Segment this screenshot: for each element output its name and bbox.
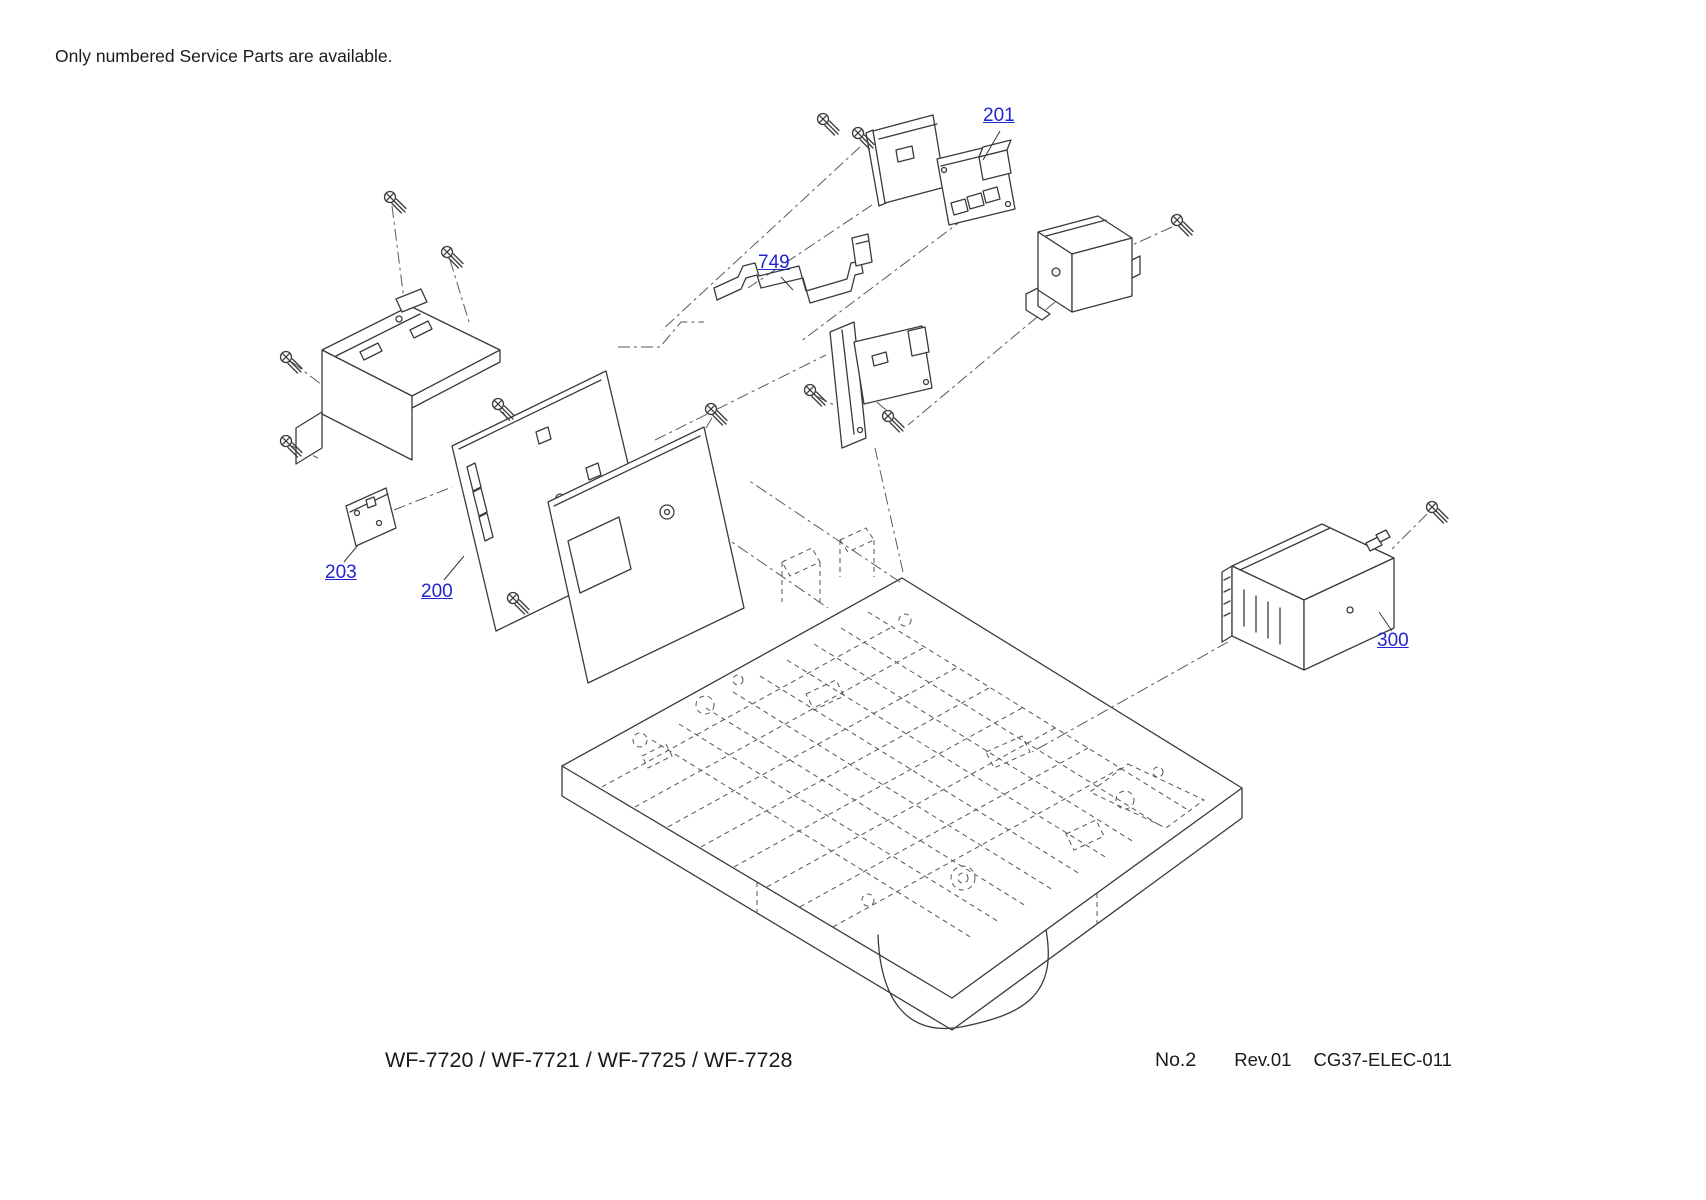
- screw-icon: [491, 397, 515, 421]
- sheet-info: No.2 Rev.01 CG37-ELEC-011: [1155, 1049, 1452, 1072]
- screw-icon: [1425, 500, 1449, 524]
- part-label-201[interactable]: 201: [983, 105, 1015, 126]
- housing-box-drawing: [1025, 215, 1141, 321]
- main-board-drawing: [451, 370, 745, 684]
- part-label-749[interactable]: 749: [758, 252, 790, 273]
- screw-icon: [803, 383, 827, 407]
- sub-board-drawing: [345, 487, 397, 547]
- part-label-200[interactable]: 200: [421, 581, 453, 602]
- shield-bracket-drawing: [295, 288, 501, 465]
- screw-icon: [1170, 213, 1194, 237]
- screw-icon: [816, 112, 840, 136]
- document-code: CG37-ELEC-011: [1313, 1049, 1452, 1070]
- screw-icon: [881, 409, 905, 433]
- model-list: WF-7720 / WF-7721 / WF-7725 / WF-7728: [385, 1048, 793, 1072]
- printer-base-drawing: [561, 527, 1243, 1031]
- part-label-203[interactable]: 203: [325, 562, 357, 583]
- screw-icon: [704, 402, 728, 426]
- part-label-300[interactable]: 300: [1377, 630, 1409, 651]
- label-leader-lines: [343, 130, 1393, 632]
- screw-icon: [440, 245, 464, 269]
- panel-board-assembly-drawing: [865, 114, 1016, 226]
- note-text: Only numbered Service Parts are availabl…: [55, 46, 393, 66]
- power-supply-drawing: [1221, 523, 1395, 671]
- sheet-number: No.2: [1155, 1049, 1197, 1071]
- screw-icon: [279, 350, 303, 374]
- support-bracket-drawing: [829, 321, 933, 449]
- screw-icon: [383, 190, 407, 214]
- ffc-cable-drawing: [713, 233, 873, 304]
- sheet-revision: Rev.01: [1234, 1049, 1292, 1070]
